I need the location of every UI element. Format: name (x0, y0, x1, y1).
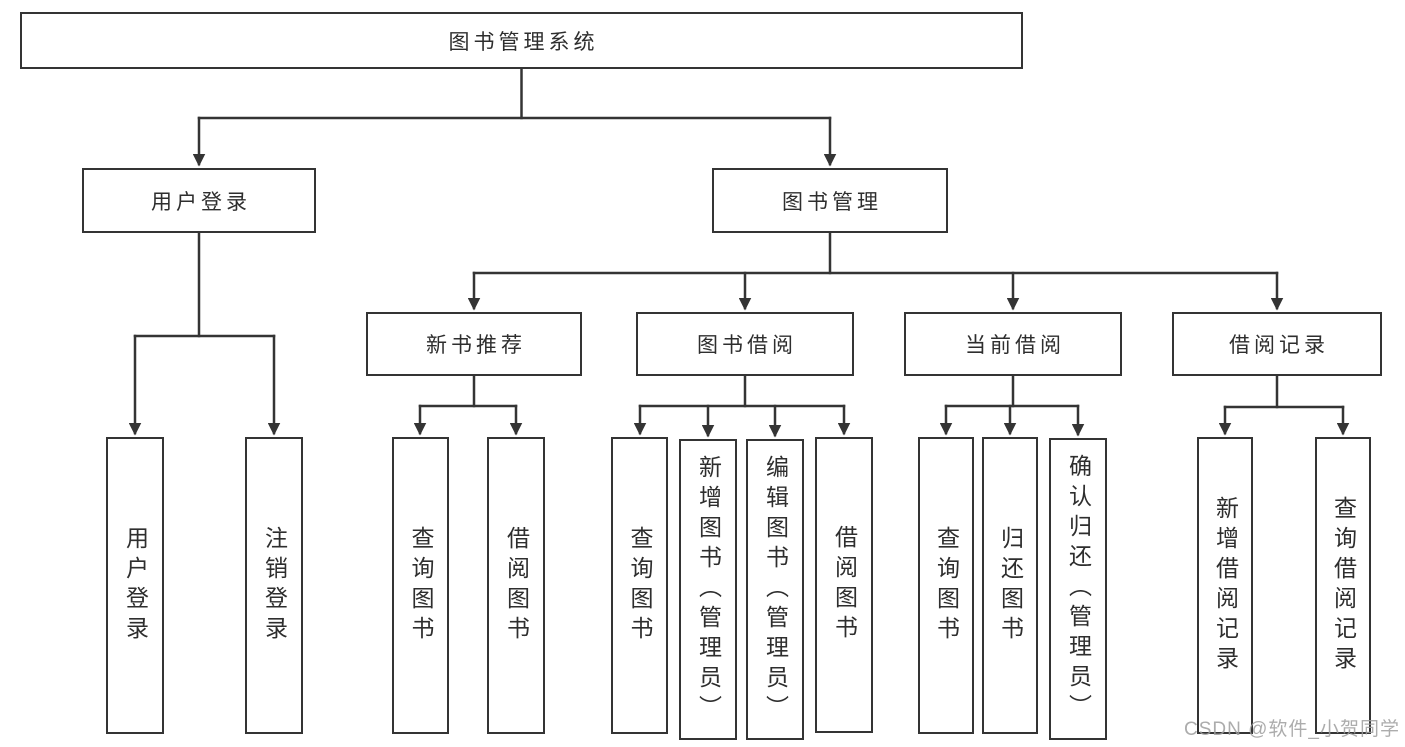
leaf-logout-label: 注销登录 (261, 525, 288, 646)
node-borrowing-records: 借阅记录 (1172, 312, 1382, 376)
leaf-query-books-borrow-label: 查询图书 (627, 525, 653, 646)
node-book-borrowing-label: 图书借阅 (697, 334, 797, 357)
leaf-add-books-admin: 新增图书（管理员） (679, 439, 737, 740)
node-new-book-recommend: 新书推荐 (366, 312, 582, 376)
leaf-query-books-current-label: 查询图书 (933, 525, 960, 646)
leaf-return-books: 归还图书 (982, 437, 1038, 734)
node-user-login-label: 用户登录 (151, 190, 251, 214)
node-book-borrowing: 图书借阅 (636, 312, 854, 376)
leaf-borrow-books-borrow: 借阅图书 (815, 437, 873, 733)
node-current-borrowing-label: 当前借阅 (965, 334, 1065, 357)
leaf-query-books-borrow: 查询图书 (611, 437, 668, 734)
leaf-add-borrow-record-label: 新增借阅记录 (1212, 495, 1239, 676)
leaf-user-login: 用户登录 (106, 437, 164, 734)
leaf-query-books-newbook: 查询图书 (392, 437, 449, 734)
leaf-confirm-return-admin: 确认归还（管理员） (1049, 438, 1107, 740)
connector-root-to-level2 (192, 67, 837, 167)
connector-login-leaves (128, 231, 281, 436)
connector-management-to-sections (467, 231, 1284, 311)
node-borrowing-records-label: 借阅记录 (1229, 334, 1329, 357)
leaf-edit-books-admin-label: 编辑图书（管理员） (762, 454, 789, 725)
node-book-management: 图书管理 (712, 168, 948, 233)
leaf-query-borrow-record-label: 查询借阅记录 (1330, 495, 1357, 676)
node-library-system-label: 图书管理系统 (448, 30, 599, 54)
leaf-edit-books-admin: 编辑图书（管理员） (746, 439, 804, 740)
leaf-logout: 注销登录 (245, 437, 303, 734)
leaf-borrow-books-newbook: 借阅图书 (487, 437, 545, 734)
leaf-borrow-books-newbook-label: 借阅图书 (503, 525, 530, 646)
leaf-borrow-books-borrow-label: 借阅图书 (831, 525, 858, 645)
leaf-query-books-current: 查询图书 (918, 437, 974, 734)
csdn-watermark: CSDN @软件_小贺同学 (1184, 719, 1400, 740)
node-book-management-label: 图书管理 (782, 190, 882, 214)
connector-current-leaves (939, 374, 1085, 437)
leaf-add-borrow-record: 新增借阅记录 (1197, 437, 1253, 734)
leaf-confirm-return-admin-label: 确认归还（管理员） (1065, 454, 1092, 724)
node-user-login: 用户登录 (82, 168, 316, 233)
node-library-system: 图书管理系统 (20, 12, 1023, 69)
node-current-borrowing: 当前借阅 (904, 312, 1122, 376)
connector-borrow-leaves (633, 374, 851, 438)
leaf-query-books-newbook-label: 查询图书 (408, 525, 434, 646)
leaf-query-borrow-record: 查询借阅记录 (1315, 437, 1371, 734)
connector-records-leaves (1218, 374, 1350, 436)
node-new-book-recommend-label: 新书推荐 (426, 334, 526, 357)
leaf-user-login-label: 用户登录 (122, 525, 149, 646)
connector-newbook-leaves (413, 374, 523, 436)
leaf-return-books-label: 归还图书 (997, 525, 1024, 646)
leaf-add-books-admin-label: 新增图书（管理员） (695, 454, 722, 725)
